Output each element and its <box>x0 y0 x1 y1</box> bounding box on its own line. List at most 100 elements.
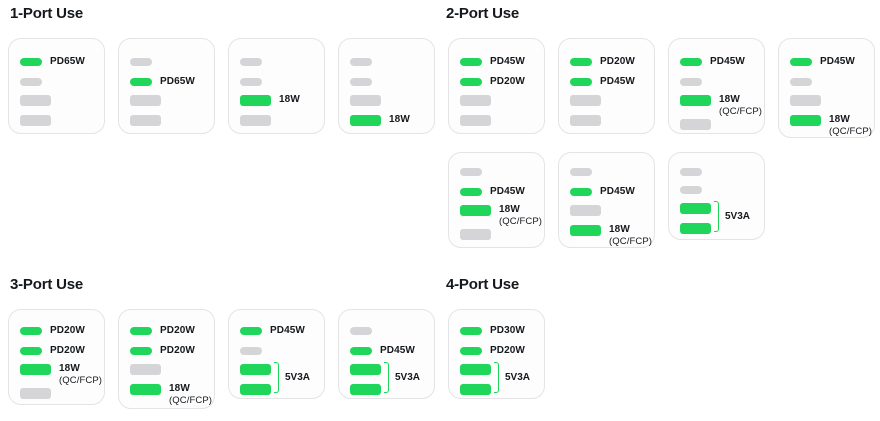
usb-c-port-icon-active <box>460 327 482 335</box>
usb-c-port-icon-inactive <box>680 186 702 194</box>
usb-c-port-icon-inactive <box>20 78 42 86</box>
port-row-3 <box>680 201 711 215</box>
port-row-3 <box>130 93 161 107</box>
usb-a-port-icon-active <box>790 114 821 126</box>
shared-output-label: 5V3A <box>505 371 531 383</box>
usb-a-port-icon-inactive <box>240 114 271 126</box>
usb-a-port-icon-active <box>350 363 381 375</box>
port-row-1: PD45W <box>680 55 745 69</box>
card-3port-1[interactable]: PD20W PD20W 18W(QC/FCP) <box>8 309 105 405</box>
usb-a-port-icon-active <box>350 114 381 126</box>
usb-a-port-icon-inactive <box>680 118 711 130</box>
port-sublabel: (QC/FCP) <box>499 216 543 227</box>
usb-a-port-icon-inactive <box>570 114 601 126</box>
usb-c-port-icon-active <box>460 347 482 355</box>
port-row-1: PD65W <box>20 55 85 69</box>
port-sublabel: (QC/FCP) <box>829 126 873 137</box>
card-1port-2[interactable]: PD65W <box>118 38 215 134</box>
usb-a-port-icon-active <box>680 222 711 234</box>
shared-output-label: 5V3A <box>725 210 751 222</box>
usb-c-port-icon-active <box>240 327 262 335</box>
port-row-4 <box>240 382 271 396</box>
port-list: PD45W 18W(QC/FCP) <box>559 153 654 247</box>
port-row-4 <box>460 382 491 396</box>
shared-output-bracket <box>274 362 279 393</box>
card-2port-7[interactable]: 5V3A <box>668 152 765 240</box>
port-label: PD45W <box>490 56 525 67</box>
port-sublabel: (QC/FCP) <box>609 236 653 247</box>
port-row-4 <box>240 113 271 127</box>
usb-a-port-icon-inactive <box>790 94 821 106</box>
port-row-1 <box>240 55 262 69</box>
port-label: 18W <box>169 383 190 394</box>
port-row-3 <box>460 362 491 376</box>
port-row-3: 18W <box>240 93 300 107</box>
port-row-4 <box>130 113 161 127</box>
port-row-1: PD20W <box>20 324 85 338</box>
port-row-4 <box>20 113 51 127</box>
port-row-2: PD45W <box>350 344 415 358</box>
usb-c-port-icon-active <box>570 188 592 196</box>
usb-a-port-icon-active <box>460 383 491 395</box>
usb-a-port-icon-inactive <box>570 94 601 106</box>
usb-a-port-icon-active <box>350 383 381 395</box>
port-label: PD20W <box>50 345 85 356</box>
usb-c-port-icon-inactive <box>350 58 372 66</box>
usb-a-port-icon-inactive <box>20 387 51 399</box>
shared-output-bracket <box>714 201 719 232</box>
port-row-4 <box>460 113 491 127</box>
port-label: PD45W <box>600 186 635 197</box>
shared-output-bracket <box>384 362 389 393</box>
usb-a-port-icon-active <box>240 363 271 375</box>
port-row-3 <box>130 362 161 376</box>
port-row-3 <box>20 93 51 107</box>
card-1port-4[interactable]: 18W <box>338 38 435 134</box>
usb-a-port-icon-active <box>240 94 271 106</box>
port-row-2 <box>350 75 372 89</box>
port-row-3: 18W <box>20 362 80 376</box>
port-row-1 <box>570 165 592 179</box>
port-label: PD20W <box>490 345 525 356</box>
port-label: PD20W <box>160 325 195 336</box>
port-list: 18W <box>339 39 434 133</box>
usb-a-port-icon-active <box>680 94 711 106</box>
port-label: 18W <box>719 94 740 105</box>
usb-c-port-icon-inactive <box>680 168 702 176</box>
card-1port-1[interactable]: PD65W <box>8 38 105 134</box>
port-row-1 <box>680 165 702 179</box>
port-sublabel: (QC/FCP) <box>169 395 213 406</box>
usb-c-port-icon-inactive <box>680 78 702 86</box>
port-label: PD45W <box>820 56 855 67</box>
usb-c-port-icon-active <box>790 58 812 66</box>
usb-c-port-icon-active <box>460 188 482 196</box>
usb-c-port-icon-active <box>460 58 482 66</box>
usb-c-port-icon-active <box>130 327 152 335</box>
usb-a-port-icon-inactive <box>460 228 491 240</box>
port-row-2 <box>240 75 262 89</box>
port-label: PD45W <box>380 345 415 356</box>
port-label: 18W <box>59 363 80 374</box>
card-1port-3[interactable]: 18W <box>228 38 325 134</box>
card-2port-6[interactable]: PD45W 18W(QC/FCP) <box>558 152 655 248</box>
port-row-4: 18W <box>570 223 630 237</box>
usb-a-port-icon-active <box>130 383 161 395</box>
port-row-4: 18W <box>350 113 410 127</box>
port-label: 18W <box>389 114 410 125</box>
port-sublabel: (QC/FCP) <box>59 375 103 386</box>
port-list: PD20W PD20W 18W(QC/FCP) <box>9 310 104 404</box>
